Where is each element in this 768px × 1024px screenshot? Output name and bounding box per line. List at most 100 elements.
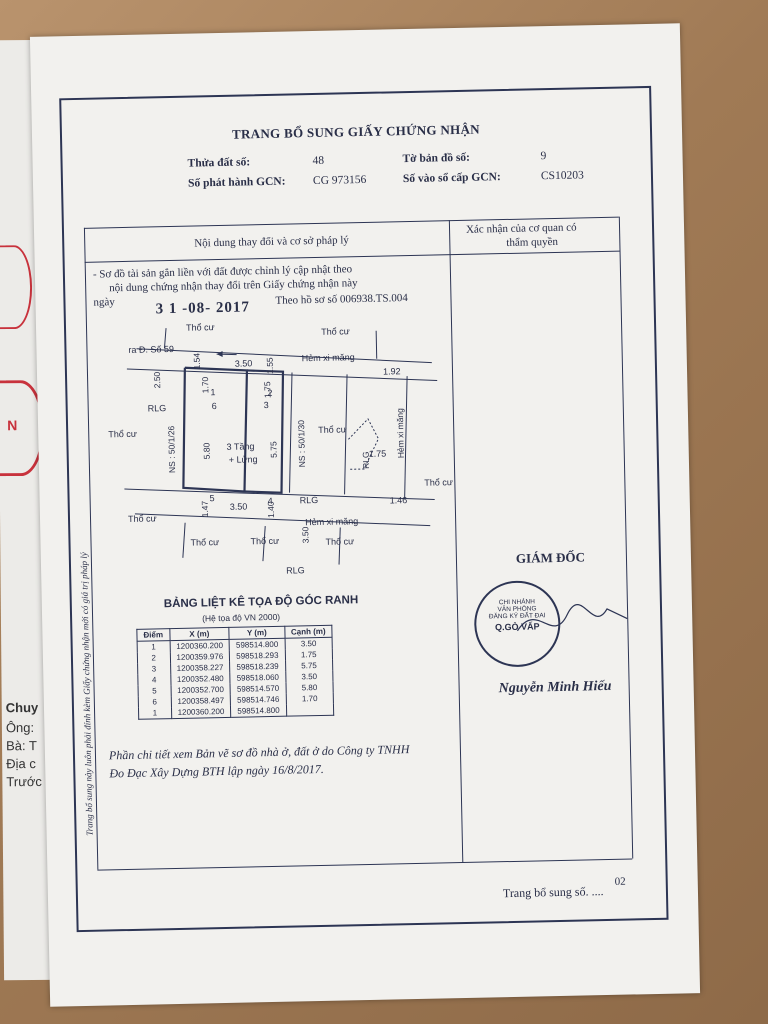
parcel-boundary: [182, 366, 249, 493]
dashed-outline: [348, 418, 379, 470]
parcel-number: 48: [312, 154, 325, 168]
coords-header-point: Điểm: [136, 628, 170, 642]
coords-header-edge: Cạnh (m): [284, 625, 333, 639]
table-header-line: [84, 250, 620, 263]
left-line-3: Bà: T: [5, 737, 37, 754]
map-sheet-value: 9: [540, 150, 546, 162]
dim-left-depth: 5.80: [201, 442, 212, 460]
label-tho-cu-top-2: Thổ cư: [321, 326, 350, 337]
change-date: 3 1 -08- 2017: [155, 299, 251, 318]
label-house-2: + Lửng: [228, 454, 258, 465]
dim-left-road: 1.54: [191, 352, 202, 370]
dim-bottom-width: 3.50: [229, 501, 248, 512]
rear-left-line: [182, 522, 186, 558]
label-tho-cu-right: Thổ cư: [424, 477, 453, 488]
coord-point: 6: [138, 696, 172, 708]
site-plan: [124, 328, 438, 565]
point-6: 6: [211, 401, 217, 412]
lot-right-line: [289, 372, 293, 493]
label-tho-cu-left: Thổ cư: [108, 428, 137, 440]
parcel-value: 48: [312, 155, 324, 167]
label-ns-left: NS : 50/1/26: [166, 425, 178, 474]
label-tho-cu-left-2: Thổ cư: [127, 513, 157, 524]
signer-name: Nguyễn Minh Hiếu: [498, 678, 612, 697]
label-road-top: ra Đ. Số 59: [128, 343, 175, 355]
label-ns-right: NS : 50/1/30: [295, 419, 307, 468]
issue-no-value: CG 973156: [313, 174, 367, 187]
dim-bottom-left: 1.47: [199, 500, 211, 518]
coord-edge: 3.50: [284, 637, 333, 650]
change-note-3: ngày: [93, 296, 116, 309]
label-rlg-left: RLG: [147, 403, 167, 414]
col-left-header: Nội dung thay đổi và cơ sở pháp lý: [194, 234, 349, 250]
parcel-label: Thửa đất số:: [187, 156, 251, 170]
coord-point: 3: [137, 663, 171, 675]
left-line-2: Ông:: [5, 720, 35, 736]
entry-no-value: CS10203: [541, 169, 584, 182]
table-bottom-line: [97, 858, 633, 871]
map-sheet-number: 9: [540, 150, 547, 163]
entry-no-label: Số vào sổ cấp GCN:: [402, 171, 501, 186]
label-tho-cu-bottom-1: Thổ cư: [190, 537, 220, 548]
issue-no-label: Số phát hành GCN:: [187, 175, 286, 190]
coord-point: 2: [137, 652, 171, 664]
label-alley-bottom: Hẻm xi măng: [305, 516, 359, 528]
label-alley-top: Hẻm xi măng: [301, 352, 355, 364]
dim-right-road: 1.55: [264, 357, 276, 375]
lot-bottom-line: [124, 488, 435, 501]
point-3: 3: [263, 399, 269, 411]
dim-mid-offset: 1.70: [200, 376, 211, 394]
coord-edge: [286, 703, 334, 717]
dim-left-offset: 2.50: [151, 371, 163, 389]
left-line-1: Chuy: [5, 699, 39, 716]
col-right-header-2: thẩm quyền: [506, 235, 559, 249]
col-right-header-1: Xác nhận của cơ quan có: [465, 221, 577, 236]
dim-rear-gap: 3.50: [300, 526, 311, 544]
label-tho-cu-bottom-2: Thổ cư: [250, 535, 280, 547]
coord-point: 1: [138, 707, 172, 720]
detail-note-1: Phần chi tiết xem Bản vẽ sơ đồ nhà ở, đấ…: [108, 742, 410, 763]
director-title: GIÁM ĐỐC: [515, 549, 586, 566]
coord-point: 5: [138, 685, 171, 697]
dim-bottom-mid: 1.40: [265, 501, 277, 519]
entry-number: CS10203: [540, 169, 584, 183]
issue-number: CG 973156: [312, 173, 367, 188]
label-tho-cu-top: Thổ cư: [185, 322, 215, 333]
coord-y: 598514.800: [230, 704, 287, 718]
map-sheet-label: Tờ bản đồ số:: [402, 151, 471, 166]
detail-note-2: Đo Đạc Xây Dựng BTH lập ngày 16/8/2017.: [109, 761, 324, 781]
parcel-boundary-2: [244, 369, 285, 494]
label-rlg-bottom: RLG: [299, 494, 319, 506]
coord-point: 1: [137, 640, 170, 653]
point-5: 5: [209, 493, 215, 504]
rear-right-line: [338, 527, 341, 565]
coords-title: BẢNG LIỆT KÊ TỌA ĐỘ GÓC RANH: [163, 594, 359, 611]
dim-top-width: 3.50: [234, 358, 253, 369]
rear-mid-line: [262, 526, 266, 562]
alley-right-line: [404, 376, 408, 499]
footer-label: Trang bổ sung số. ....: [502, 884, 604, 901]
left-line-5: Trước: [6, 773, 42, 790]
dossier-number: Theo hồ sơ số 006938.TS.004: [275, 292, 408, 307]
alley-bottom-line: [134, 513, 431, 527]
red-stamp-small: [0, 245, 33, 330]
footer-value: 02: [614, 875, 626, 888]
neighbor-line: [344, 374, 348, 495]
label-alley-right: Hẻm xi măng: [394, 408, 406, 459]
dim-right-depth: 5.75: [268, 441, 279, 459]
left-line-4: Địa c: [6, 756, 36, 772]
label-house-1: 3 Tầng: [226, 441, 255, 452]
table-right-line: [618, 216, 634, 859]
dim-bottom-right: 1.46: [389, 495, 408, 506]
road-left-line: [163, 328, 167, 349]
road-right-line: [375, 330, 378, 359]
coord-x: 1200360.200: [171, 705, 231, 719]
signature-scribble: [516, 604, 628, 632]
dim-right-top: 1.92: [382, 366, 401, 377]
label-rlg-rear: RLG: [286, 565, 305, 576]
document-frame: TRANG BỔ SUNG GIẤY CHỨNG NHẬN Thửa đất s…: [59, 85, 669, 933]
stamp-text: N: [7, 417, 18, 434]
coord-point: 4: [137, 674, 171, 686]
page-title: TRANG BỔ SUNG GIẤY CHỨNG NHẬN: [231, 121, 481, 142]
